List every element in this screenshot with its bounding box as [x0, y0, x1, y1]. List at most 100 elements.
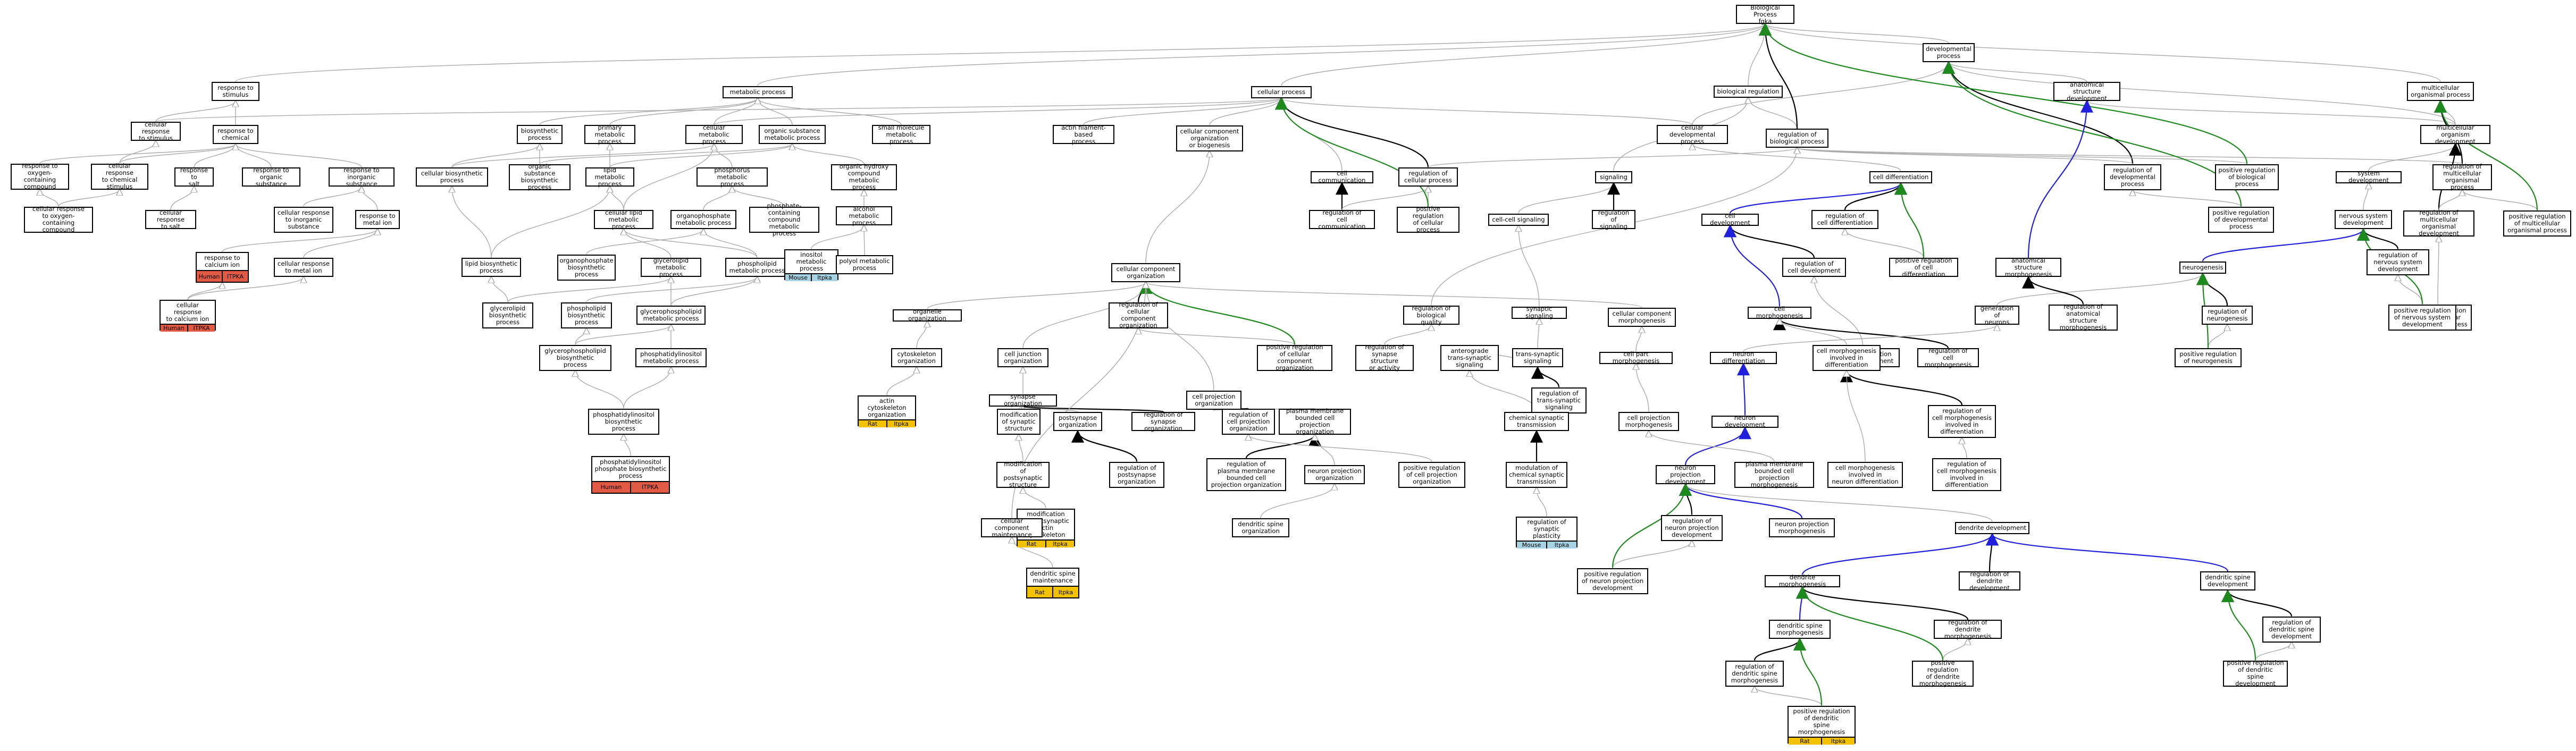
go-term-nerv-dev[interactable]: nervous system development	[2335, 210, 2392, 229]
go-term-reg-bio[interactable]: regulation of biological process	[1766, 129, 1828, 148]
go-term-reg-dev[interactable]: regulation of developmental process	[2104, 164, 2161, 190]
go-term-neuron-proj-org[interactable]: neuron projection organization	[1304, 465, 1365, 484]
go-term-organelle-org[interactable]: organelle organization	[893, 308, 962, 322]
go-term-pos-reg-neuron-proj[interactable]: positive regulation of neuron projection…	[1577, 568, 1648, 594]
go-term-pos-reg-bio[interactable]: positive regulation of biological proces…	[2215, 164, 2279, 190]
go-term-dev[interactable]: developmental process	[1923, 43, 1975, 62]
go-term-cell-resp-stim[interactable]: cellular response to stimulus	[131, 121, 181, 141]
go-term-dendrite-dev[interactable]: dendrite development	[1955, 521, 2029, 534]
go-term-cell-dev[interactable]: cell development	[1701, 213, 1759, 226]
go-term-cell-lipid[interactable]: cellular lipid metabolic process	[594, 209, 653, 230]
go-term-resp-chem[interactable]: response to chemical	[213, 125, 258, 144]
go-term-resp-salt[interactable]: response to salt	[174, 166, 214, 187]
go-term-dendrite-morph[interactable]: dendrite morphogenesis	[1765, 574, 1840, 588]
go-term-synapse-org[interactable]: synapse organization	[989, 393, 1057, 407]
go-term-reg-multi-dev[interactable]: regulation of multicellular organismal d…	[2403, 209, 2474, 237]
go-term-pos-reg-cell-proj[interactable]: positive regulation of cell projection o…	[1398, 461, 1465, 488]
go-term-resp-stim[interactable]: response to stimulus	[212, 82, 259, 101]
go-term-pos-reg-cell[interactable]: positive regulation of cellular process	[1397, 206, 1459, 233]
go-term-mod-postsyn-struct[interactable]: modification of postsynaptic structure	[996, 461, 1050, 488]
go-term-resp-org[interactable]: response to organic substance	[242, 166, 300, 187]
go-term-dendritic-spine-morph[interactable]: dendritic spine morphogenesis	[1769, 620, 1831, 639]
go-term-reg-cell-morph-neuron[interactable]: regulation of cell morphogenesis involve…	[1932, 458, 2001, 491]
go-term-reg-dendrite-dev[interactable]: regulation of dendrite development	[1959, 570, 2020, 591]
go-term-dendritic-spine-dev[interactable]: dendritic spine development	[2200, 571, 2255, 590]
go-term-cell-biosynth[interactable]: cellular biosynthetic process	[416, 167, 488, 187]
go-term-cc-org[interactable]: cellular component organization	[1111, 263, 1180, 282]
go-term-cell-comm[interactable]: cell communication	[1311, 170, 1373, 184]
go-term-organophos-bio[interactable]: organophosphate biosynthetic process	[557, 254, 616, 281]
go-term-multi[interactable]: multicellular organismal process	[2407, 82, 2474, 101]
go-term-neuron-proj-morph[interactable]: neuron projection morphogenesis	[1769, 518, 1835, 537]
go-term-pos-reg-dendrite[interactable]: positive regulation of dendrite morphoge…	[1912, 660, 1974, 687]
go-term-pos-reg-cell-diff[interactable]: positive regulation of cell differentiat…	[1889, 257, 1958, 277]
go-term-syn-sig[interactable]: synaptic signaling	[1512, 306, 1567, 319]
go-term-reg-cell-proc[interactable]: regulation of cellular process	[1398, 167, 1458, 187]
go-term-cellproc[interactable]: cellular process	[1251, 86, 1312, 98]
go-term-reg-nerv[interactable]: regulation of nervous system development	[2367, 249, 2429, 275]
go-term-dendritic-spine-org[interactable]: dendritic spine organization	[1232, 518, 1289, 537]
go-term-cc-morph[interactable]: cellular component morphogenesis	[1608, 308, 1676, 327]
go-term-cell-morph-diff[interactable]: cell morphogenesis involved in different…	[1813, 344, 1881, 371]
go-term-glycerophospholipid-bio[interactable]: glycerophospholipid biosynthetic process	[539, 344, 611, 371]
go-term-biosynth[interactable]: biosynthetic process	[517, 125, 563, 144]
go-term-pm-bounded-morph[interactable]: plasma membrane bounded cell projection …	[1734, 461, 1814, 488]
go-term-phospholipid[interactable]: phospholipid metabolic process	[725, 258, 789, 277]
go-term-reg-syn-struct[interactable]: regulation of synapse structure or activ…	[1355, 344, 1414, 372]
go-term-anat-morph[interactable]: anatomical structure morphogenesis	[1995, 257, 2061, 277]
go-term-cell-resp-chem[interactable]: cellular response to chemical stimulus	[91, 163, 148, 190]
go-term-phosphatidylinositol-phos[interactable]: phosphatidylinositol phosphate biosynthe…	[591, 455, 670, 494]
go-term-sys-dev[interactable]: system development	[2336, 170, 2402, 184]
go-term-cell-diff[interactable]: cell differentiation	[1869, 171, 1932, 183]
go-term-cell-metab[interactable]: cellular metabolic process	[685, 124, 743, 145]
go-term-reg-sig[interactable]: regulation of signaling	[1592, 209, 1635, 230]
go-term-cell-proj-morph[interactable]: cell projection morphogenesis	[1618, 412, 1679, 431]
go-term-actin-fil[interactable]: actin filament-based process	[1053, 124, 1114, 145]
go-term-mod-chem-syn[interactable]: modulation of chemical synaptic transmis…	[1506, 461, 1567, 488]
go-term-phosphatidylinositol[interactable]: phosphatidylinositol metabolic process	[635, 348, 707, 367]
go-term-reg-cell-morph-diff[interactable]: regulation of cell morphogenesis involve…	[1928, 405, 1996, 438]
go-term-pm-bounded-org[interactable]: plasma membrane bounded cell projection …	[1279, 408, 1351, 435]
go-term-pos-reg-cc-org[interactable]: positive regulation of cellular componen…	[1257, 344, 1332, 372]
go-term-cell-part-morph[interactable]: cell part morphogenesis	[1599, 351, 1673, 365]
go-term-reg-dendrite-morph[interactable]: regulation of dendrite morphogenesis	[1934, 619, 2002, 639]
go-term-glycerolipid[interactable]: glycerolipid metabolic process	[641, 257, 701, 277]
go-term-metab[interactable]: metabolic process	[723, 86, 793, 98]
go-term-cell-proj-org[interactable]: cell projection organization	[1186, 391, 1241, 410]
go-term-org-sub-bio[interactable]: organic substance biosynthetic process	[509, 163, 570, 191]
go-term-cc-maint[interactable]: cellular component maintenance	[981, 517, 1043, 538]
go-term-cytoskeleton-org[interactable]: cytoskeleton organization	[891, 348, 942, 367]
go-term-cell-cell-sig[interactable]: cell-cell signaling	[1488, 213, 1549, 226]
go-term-resp-metal[interactable]: response to metal ion	[355, 210, 400, 229]
go-term-neuron-diff[interactable]: neuron differentiation	[1710, 351, 1777, 365]
go-term-reg-cell-morph[interactable]: regulation of cell morphogenesis	[1917, 347, 1979, 368]
go-term-pos-reg-dendritic-spine-morph[interactable]: positive regulation of dendritic spine m…	[1788, 705, 1856, 745]
go-term-cell-morph-neuron[interactable]: cell morphogenesis involved in neuron di…	[1827, 461, 1903, 488]
go-term-cell-resp-salt[interactable]: cellular response to salt	[145, 209, 196, 230]
go-term-reg-cell-comm[interactable]: regulation of cell communication	[1309, 209, 1375, 230]
go-term-bp[interactable]: Biological Process fgka	[1736, 4, 1794, 24]
go-term-reg-bio-qual[interactable]: regulation of biological quality	[1403, 305, 1459, 325]
go-term-pos-reg-nerv[interactable]: positive regulation of nervous system de…	[2388, 304, 2456, 331]
go-term-reg-neuron-proj[interactable]: regulation of neuron projection developm…	[1661, 514, 1723, 541]
go-term-small-mol[interactable]: small molecule metabolic process	[872, 124, 930, 145]
go-term-reg-anat-morph[interactable]: regulation of anatomical structure morph…	[2049, 303, 2118, 331]
go-term-cell-morph[interactable]: cell morphogenesis	[1748, 306, 1811, 319]
go-term-phos-metab[interactable]: phosphorus metabolic process	[697, 166, 768, 187]
go-term-mod-syn[interactable]: modification of synaptic structure	[997, 408, 1041, 435]
go-term-pos-reg-dendritic-spine-dev[interactable]: positive regulation of dendritic spine d…	[2223, 660, 2288, 687]
go-term-reg-cc-org[interactable]: regulation of cellular component organiz…	[1109, 301, 1168, 329]
go-term-organophos[interactable]: organophosphate metabolic process	[670, 210, 736, 229]
go-term-neuron-proj-dev[interactable]: neuron projection development	[1656, 464, 1715, 485]
go-term-reg-neurogenesis[interactable]: regulation of neurogenesis	[2202, 306, 2253, 325]
go-term-phosphate[interactable]: phosphate-containing compound metabolic …	[749, 202, 819, 237]
go-term-anat[interactable]: anatomical structure development	[2053, 81, 2120, 102]
go-term-resp-inorg[interactable]: response to inorganic substance	[329, 166, 395, 187]
go-term-reg-dendritic-spine-dev[interactable]: regulation of dendritic spine developmen…	[2262, 616, 2321, 643]
go-term-chem-syn[interactable]: chemical synaptic transmission	[1504, 412, 1569, 431]
go-term-org-hydroxy[interactable]: organic hydroxy compound metabolic proce…	[831, 163, 897, 191]
